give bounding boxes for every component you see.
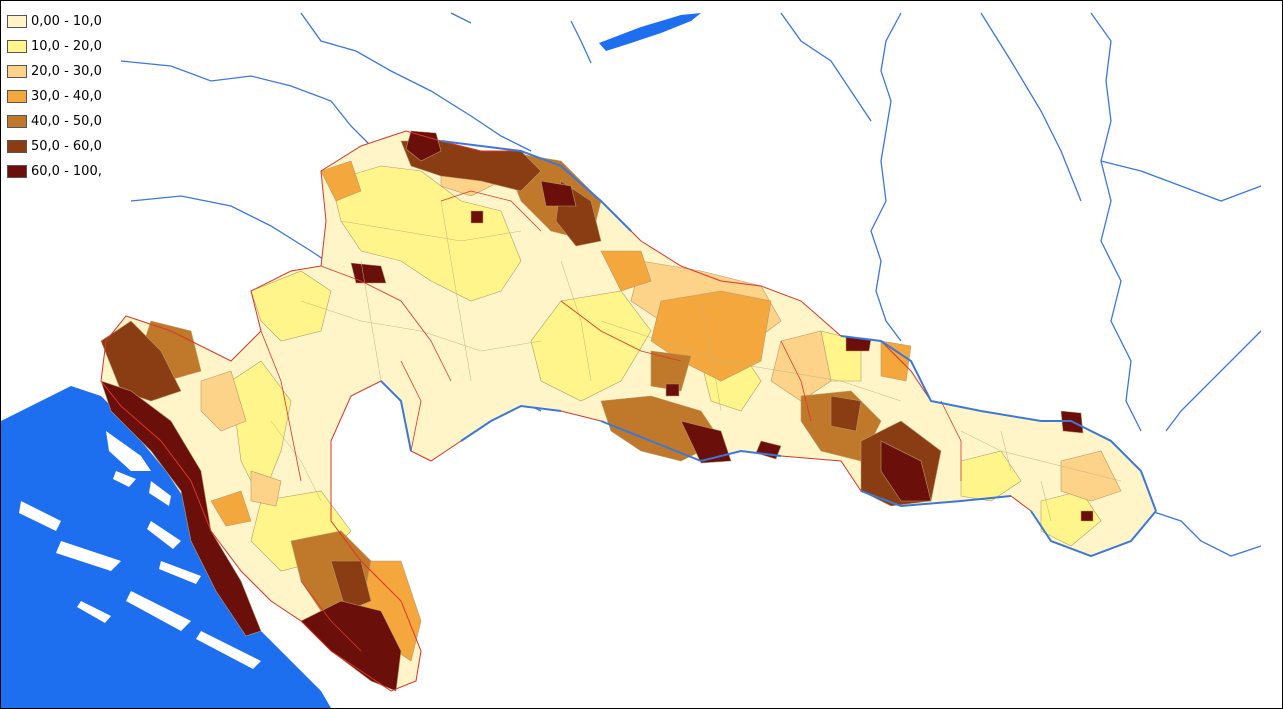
legend-item: 40,0 - 50,0 bbox=[7, 109, 102, 134]
border-rivers bbox=[380, 140, 1157, 558]
legend-swatch bbox=[7, 165, 27, 178]
municipalities bbox=[100, 130, 1157, 692]
islands bbox=[19, 431, 261, 669]
legend-label: 10,0 - 20,0 bbox=[31, 39, 102, 54]
legend-swatch bbox=[7, 140, 27, 153]
legend-swatch bbox=[7, 15, 27, 28]
lake-balaton bbox=[599, 13, 701, 51]
legend-item: 20,0 - 30,0 bbox=[7, 59, 102, 84]
legend-swatch bbox=[7, 40, 27, 53]
legend-item: 0,00 - 10,0 bbox=[7, 9, 102, 34]
legend-item: 30,0 - 40,0 bbox=[7, 84, 102, 109]
legend-label: 30,0 - 40,0 bbox=[31, 89, 102, 104]
legend-label: 60,0 - 100, bbox=[31, 164, 102, 179]
legend-label: 50,0 - 60,0 bbox=[31, 139, 102, 154]
county-borders bbox=[260, 190, 962, 652]
municipality-borders bbox=[270, 200, 1122, 522]
map-legend: 0,00 - 10,0 10,0 - 20,0 20,0 - 30,0 30,0… bbox=[7, 9, 102, 184]
legend-swatch bbox=[7, 65, 27, 78]
legend-swatch bbox=[7, 90, 27, 103]
legend-label: 0,00 - 10,0 bbox=[31, 14, 102, 29]
legend-item: 60,0 - 100, bbox=[7, 159, 102, 184]
legend-label: 20,0 - 30,0 bbox=[31, 64, 102, 79]
legend-item: 50,0 - 60,0 bbox=[7, 134, 102, 159]
legend-item: 10,0 - 20,0 bbox=[7, 34, 102, 59]
legend-swatch bbox=[7, 115, 27, 128]
legend-label: 40,0 - 50,0 bbox=[31, 114, 102, 129]
